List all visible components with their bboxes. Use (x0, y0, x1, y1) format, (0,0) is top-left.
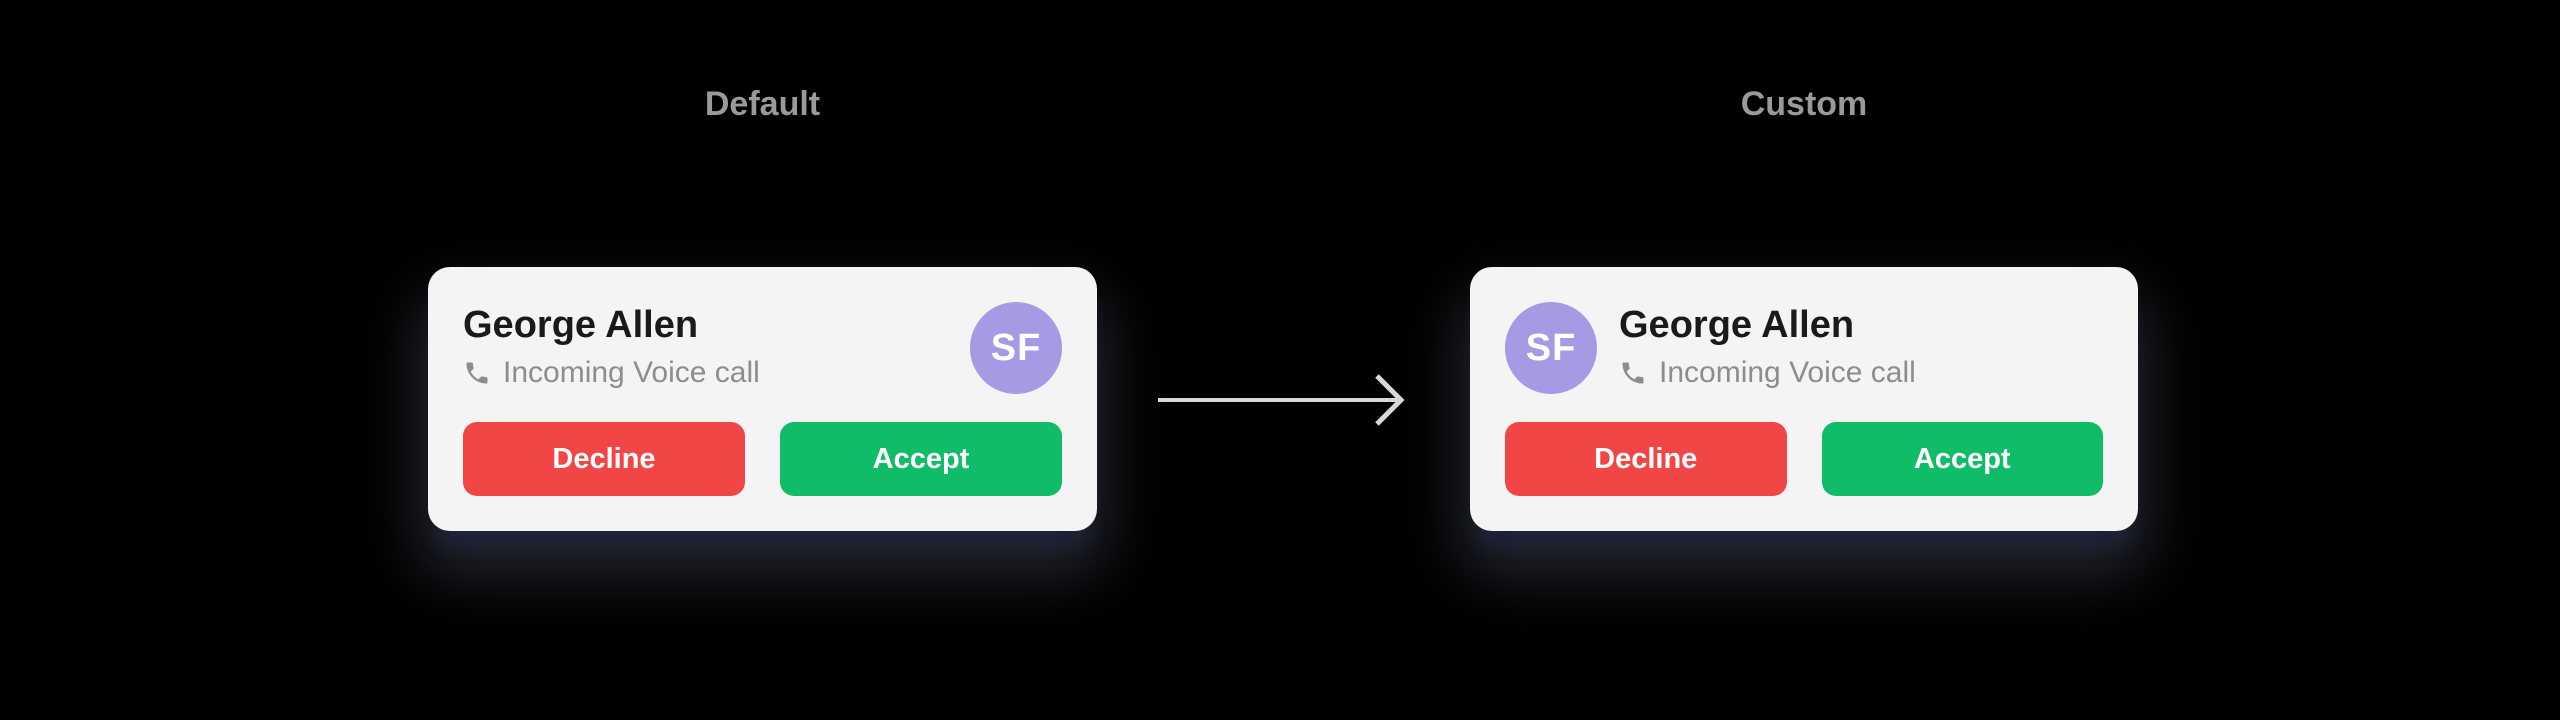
call-status: Incoming Voice call (1619, 353, 1916, 393)
call-status-text: Incoming Voice call (503, 356, 760, 389)
caller-name: George Allen (463, 304, 699, 346)
avatar: SF (1505, 302, 1597, 394)
phone-receiver-icon (1619, 359, 1647, 387)
accept-button[interactable]: Accept (780, 422, 1062, 496)
call-status: Incoming Voice call (463, 353, 760, 393)
decline-button[interactable]: Decline (463, 422, 745, 496)
call-card-header: George Allen Incoming Voice call SF (463, 301, 1062, 395)
caller-name: George Allen (1619, 304, 1855, 346)
section-label-default: Default (704, 85, 821, 123)
call-card-header: SF George Allen Incoming Voice call (1505, 301, 2103, 395)
avatar: SF (970, 302, 1062, 394)
caller-info: George Allen Incoming Voice call (463, 303, 760, 393)
caller-info: George Allen Incoming Voice call (1619, 303, 1916, 393)
phone-receiver-icon (463, 359, 491, 387)
call-actions: Decline Accept (1505, 422, 2103, 496)
call-card-default: George Allen Incoming Voice call SF Decl… (428, 267, 1097, 531)
section-label-custom: Custom (1740, 85, 1868, 123)
right-arrow-icon (1158, 374, 1405, 426)
call-status-text: Incoming Voice call (1659, 356, 1916, 389)
decline-button[interactable]: Decline (1505, 422, 1787, 496)
call-card-custom: SF George Allen Incoming Voice call Decl… (1470, 267, 2138, 531)
call-actions: Decline Accept (463, 422, 1062, 496)
accept-button[interactable]: Accept (1821, 422, 2103, 496)
